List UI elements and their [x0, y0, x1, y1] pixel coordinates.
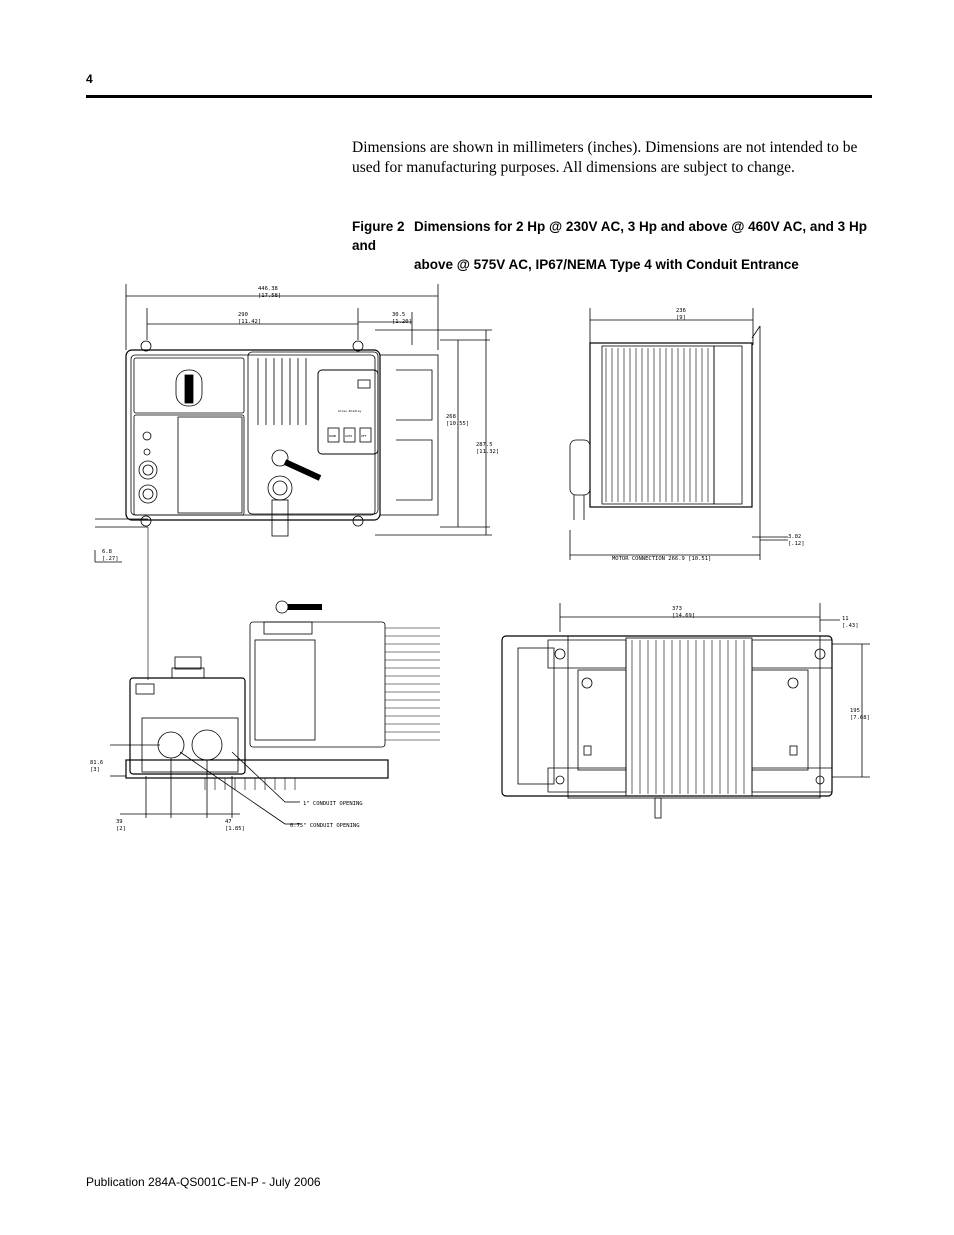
label-conduit-075in: 0.75" CONDUIT OPENING — [290, 823, 360, 829]
dim-front-bottom-in: [.27] — [102, 556, 119, 562]
side-view: 236 [9] MOTOR CONNECTION 266.9 [10.51] 3… — [569, 308, 805, 562]
dim-front-height-inner-in: [10.55] — [446, 421, 469, 427]
footer-publication: Publication 284A-QS001C-EN-P - July 2006 — [86, 1175, 321, 1189]
dim-side-offset-in: [.12] — [788, 541, 805, 547]
dim-bottom-x2: 47 — [225, 819, 232, 825]
dim-motor-connection: MOTOR CONNECTION 266.9 [10.51] — [612, 556, 711, 562]
label-conduit-1in: 1" CONDUIT OPENING — [303, 801, 363, 807]
dim-side-offset: 3.02 — [788, 534, 801, 540]
dim-bottom-x2-in: [1.85] — [225, 826, 245, 832]
rear-view: 373 [14.69] 11 [.43] 195 [7.68] — [501, 603, 870, 819]
page-number: 4 — [86, 72, 93, 86]
header-rule — [86, 95, 872, 98]
btn-auto-label: AUTO — [345, 434, 352, 438]
dim-front-height-inner: 268 — [446, 414, 456, 420]
dim-bottom-x1-in: [2] — [116, 826, 126, 832]
dim-front-width: 446.38 — [258, 286, 278, 292]
dim-front-width-in: [17.58] — [258, 293, 281, 299]
dim-rear-width-in: [14.69] — [672, 613, 695, 619]
dim-side-top: 236 — [676, 308, 686, 314]
dim-bottom-x1: 39 — [116, 819, 123, 825]
intro-paragraph: Dimensions are shown in millimeters (inc… — [352, 139, 858, 176]
dim-front-height: 287.5 — [476, 442, 493, 448]
brand-label: Allen-Bradley — [338, 409, 362, 413]
front-view: 446.38 [17.58] 290 [11.42] 30.5 [1.20] 2… — [94, 284, 499, 680]
figure-label: Figure 2 — [352, 219, 405, 234]
figure-title-line1: Dimensions for 2 Hp @ 230V AC, 3 Hp and … — [352, 219, 867, 253]
dim-front-inner-in: [11.42] — [238, 319, 261, 325]
dim-rear-height: 195 — [850, 708, 860, 714]
dim-rear-width: 373 — [672, 606, 682, 612]
dim-bottom-height-in: [3] — [90, 767, 100, 773]
dim-bottom-height: 81.6 — [90, 760, 103, 766]
dim-rear-offset-in: [.43] — [842, 623, 859, 629]
dim-side-top-in: [9] — [676, 315, 686, 321]
dim-rear-offset: 11 — [842, 616, 849, 622]
btn-off-label: OFF — [361, 434, 367, 438]
dim-rear-height-in: [7.68] — [850, 715, 870, 721]
dim-front-right-in: [1.20] — [392, 319, 412, 325]
figure-title-line2: above @ 575V AC, IP67/NEMA Type 4 with C… — [414, 257, 799, 272]
dim-front-bottom: 6.8 — [102, 549, 112, 555]
dim-front-right: 30.5 — [392, 312, 405, 318]
bottom-view: 81.6 [3] 39 [2] 47 [1.85] 1" CONDUIT OPE… — [90, 600, 440, 832]
dim-front-inner: 290 — [238, 312, 248, 318]
dim-front-height-in: [11.32] — [476, 449, 499, 455]
btn-hand-label: HAND — [329, 434, 336, 438]
